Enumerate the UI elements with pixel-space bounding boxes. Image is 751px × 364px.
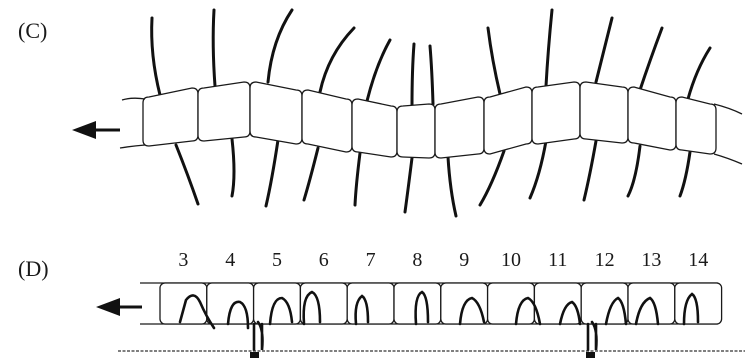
leg <box>232 139 234 196</box>
body-segment <box>352 99 397 157</box>
panel-c-direction-arrow <box>72 121 120 139</box>
body-segment <box>143 88 198 146</box>
segment-number: 8 <box>412 249 422 271</box>
body-segment <box>484 87 532 154</box>
leg <box>448 157 456 216</box>
panel-c-body <box>120 82 742 164</box>
segment-number: 6 <box>319 249 329 271</box>
body-segment <box>435 97 484 158</box>
body-segment <box>628 283 675 324</box>
segment-number: 14 <box>688 249 708 271</box>
panel-d-segment-numbers: 3 4 5 6 7 8 9 10 11 12 13 14 <box>178 249 708 271</box>
leg <box>680 152 690 196</box>
leg <box>268 10 292 82</box>
leg <box>367 40 390 101</box>
segment-number: 7 <box>366 249 376 271</box>
body-segment <box>254 283 301 324</box>
leg <box>584 141 596 200</box>
leg <box>596 18 612 82</box>
leg <box>213 10 215 86</box>
leg <box>254 322 263 350</box>
leg <box>304 148 318 200</box>
segment-number: 4 <box>225 249 235 271</box>
segment-number: 3 <box>178 249 188 271</box>
body-segment <box>532 82 580 144</box>
leg <box>488 28 500 94</box>
panel-d-body <box>140 283 722 324</box>
body-segment <box>347 283 394 324</box>
body-segment <box>676 97 716 154</box>
leg <box>266 140 278 206</box>
segment-number: 5 <box>272 249 282 271</box>
body-segment <box>580 82 628 143</box>
leg <box>320 28 354 92</box>
body-outline <box>714 154 742 164</box>
segment-number: 9 <box>459 249 469 271</box>
panel-d-direction-arrow <box>96 298 142 316</box>
leg <box>355 153 360 205</box>
body-segment <box>198 82 250 141</box>
segment-number: 10 <box>501 249 521 271</box>
leg <box>480 151 504 205</box>
body-segment <box>250 82 302 144</box>
panel-c-label: (C) <box>18 18 47 43</box>
leg <box>176 145 198 204</box>
segment-number: 11 <box>548 249 567 271</box>
leg <box>546 10 552 86</box>
body-segment <box>397 104 435 158</box>
leg <box>628 146 640 196</box>
panel-d-foot-mark <box>250 352 259 358</box>
leg <box>588 322 597 350</box>
body-segment <box>300 283 347 324</box>
segment-number: 12 <box>595 249 615 271</box>
leg <box>405 158 412 212</box>
panel-d-label: (D) <box>18 256 49 281</box>
leg <box>412 44 414 106</box>
panel-d-foot-mark <box>586 352 595 358</box>
body-segment <box>628 87 676 150</box>
body-outline <box>714 104 742 114</box>
body-segment <box>302 90 352 152</box>
leg <box>640 28 662 90</box>
body-outline <box>122 98 145 100</box>
body-outline <box>120 145 145 148</box>
leg <box>152 18 160 95</box>
leg <box>530 141 546 198</box>
body-segment <box>488 283 535 324</box>
leg <box>430 46 433 104</box>
segment-number: 13 <box>641 249 661 271</box>
leg <box>688 48 710 99</box>
